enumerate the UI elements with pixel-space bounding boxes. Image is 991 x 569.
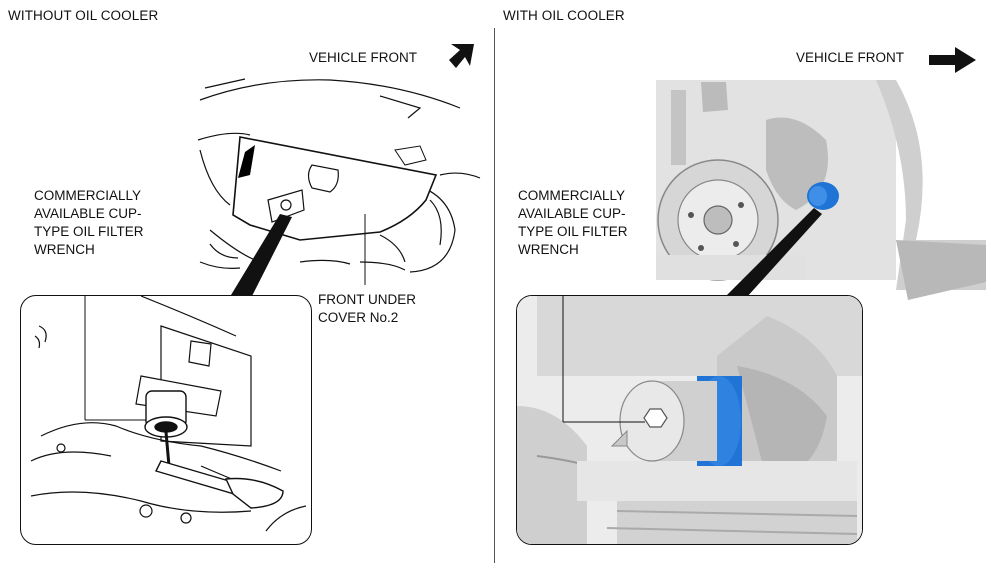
callout-wrench-left: COMMERCIALLY AVAILABLE CUP- TYPE OIL FIL… (34, 188, 144, 257)
detail-inset-left (20, 295, 312, 545)
panel-without-oil-cooler: WITHOUT OIL COOLER VEHICLE FRONT (0, 0, 494, 569)
arrow-up-right-icon (449, 44, 474, 68)
panel-title-right: WITH OIL COOLER (503, 8, 625, 23)
inset-pointer-right (724, 208, 822, 298)
left-detail-drawing (30, 296, 307, 532)
arrow-right-icon (929, 47, 976, 73)
underbody-drawing (197, 78, 481, 273)
front-under-cover-drawing (232, 136, 438, 241)
callout-front-under-cover: FRONT UNDER COVER No.2 (318, 292, 417, 325)
detail-inset-right (516, 295, 863, 545)
callout-wrench-right: COMMERCIALLY AVAILABLE CUP- TYPE OIL FIL… (518, 188, 628, 257)
right-illustration (656, 47, 986, 300)
panel-divider (494, 28, 495, 563)
inset-pointer-left (228, 214, 292, 300)
panel-title-left: WITHOUT OIL COOLER (8, 8, 159, 23)
panel-with-oil-cooler: WITH OIL COOLER VEHICLE FRONT (496, 0, 991, 569)
vehicle-front-label-right: VEHICLE FRONT (796, 50, 905, 65)
right-detail-drawing (517, 296, 862, 544)
left-illustration (197, 44, 481, 300)
vehicle-front-label-left: VEHICLE FRONT (309, 50, 418, 65)
wheel-hub-render (656, 80, 986, 300)
